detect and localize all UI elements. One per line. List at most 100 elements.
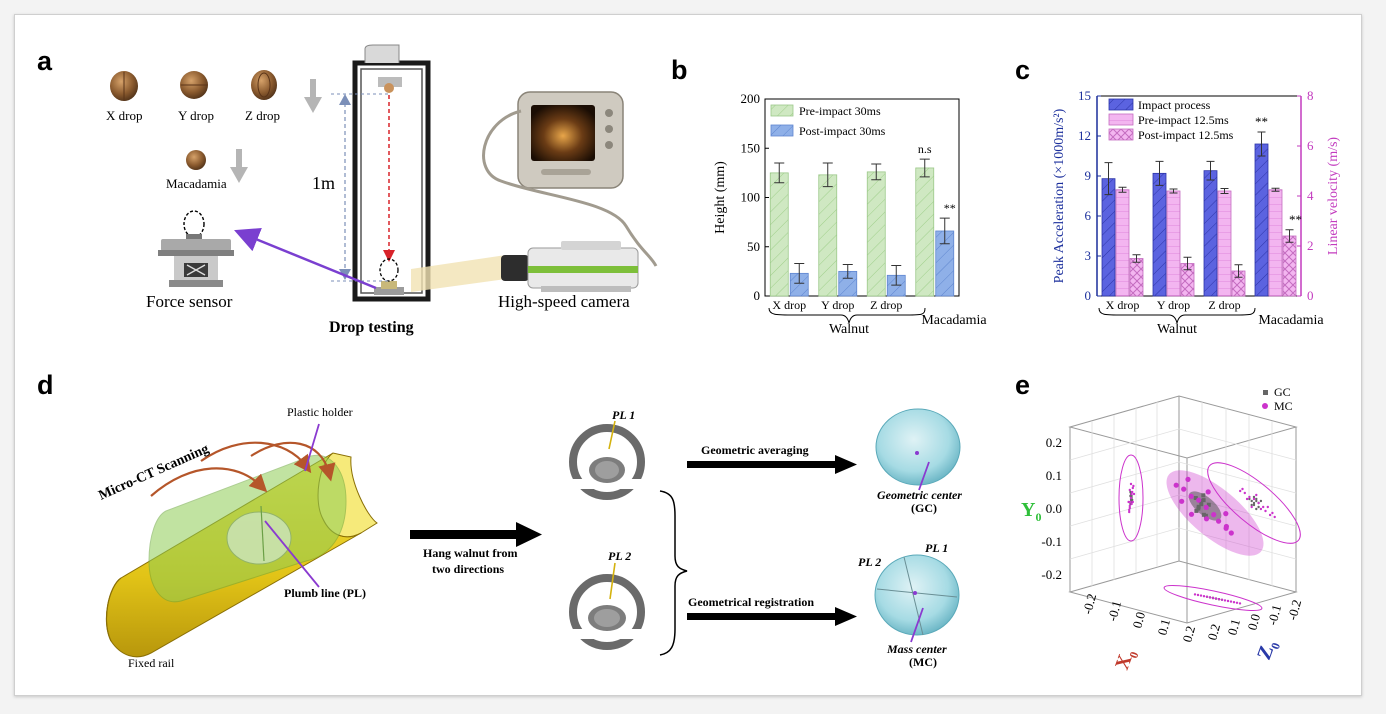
significance-label: n.s	[918, 142, 932, 156]
y-tick-label: 100	[741, 190, 761, 205]
projection-point	[1208, 596, 1212, 599]
projection-point	[1255, 497, 1258, 501]
ct-slice-pl2	[567, 574, 647, 650]
gc-pointer	[918, 461, 930, 491]
y-tick-label: -0.2	[1041, 567, 1062, 582]
projection-point	[1131, 500, 1135, 504]
projection-point	[1220, 598, 1224, 601]
error-bar	[1285, 229, 1294, 243]
y-tick-label-right: 6	[1307, 138, 1314, 153]
projection-point	[1266, 505, 1270, 509]
projection-point	[1129, 498, 1133, 502]
x-axis-label: X0	[1111, 646, 1141, 674]
bar	[1203, 170, 1218, 297]
walnut-z-drop	[251, 70, 277, 100]
x-tick-label: Macadamia	[921, 313, 987, 328]
holder-pointer	[304, 423, 320, 472]
error-bar	[939, 217, 950, 245]
projection-point	[1257, 505, 1260, 509]
macadamia-nut	[186, 150, 206, 170]
projection-point	[1128, 510, 1131, 514]
projection-point	[1250, 499, 1253, 503]
significance-label: **	[944, 201, 956, 215]
projection-point	[1131, 486, 1135, 490]
legend-label-gc: GC	[1274, 385, 1291, 399]
legend-swatch	[770, 104, 794, 117]
walnut-y-drop	[180, 71, 208, 99]
plastic-holder	[148, 454, 347, 603]
projection-point	[1205, 595, 1209, 598]
y-axis-label: Height (mm)	[713, 161, 728, 234]
bar	[915, 167, 935, 297]
y-tick-label: 200	[741, 91, 761, 106]
scatter-point-mc	[1196, 497, 1202, 503]
x-tick-label: -0.2	[1079, 592, 1099, 616]
height-dimension	[331, 93, 389, 282]
error-bar	[1257, 131, 1266, 157]
error-bar	[1220, 188, 1229, 194]
projection-point	[1235, 601, 1239, 604]
label-geo-reg: Geometrical registration	[688, 595, 814, 609]
scatter-point-gc	[1206, 502, 1211, 507]
error-bar	[1155, 160, 1164, 186]
projection-point	[1129, 490, 1132, 494]
x-tick-label: 0.0	[1129, 610, 1148, 630]
y-tick-label: 0.1	[1046, 468, 1062, 483]
error-bar	[891, 264, 902, 286]
figure-frame: a X drop Y drop Z drop Macadamia	[14, 14, 1362, 696]
label-x-drop: X drop	[106, 108, 142, 123]
camera-light-beam	[411, 255, 506, 292]
group-label: Walnut	[829, 322, 869, 337]
geometrical-registration-arrow	[687, 607, 857, 626]
label-camera: High-speed camera	[498, 292, 630, 311]
force-arrow	[234, 228, 377, 290]
plot-3d-grid	[1069, 402, 1297, 586]
pl2-pointer	[609, 562, 616, 600]
y-tick-label: 150	[741, 140, 761, 155]
scan-arrows	[150, 441, 336, 497]
down-arrow-icon	[304, 79, 322, 113]
projection-point	[1128, 504, 1132, 508]
projection-point	[1131, 490, 1134, 494]
label-geo-avg: Geometric averaging	[701, 443, 809, 457]
legend-marker-gc	[1263, 390, 1268, 395]
scatter-point-mc	[1185, 476, 1191, 482]
scatter-point-mc	[1223, 523, 1229, 530]
bar	[1101, 178, 1116, 297]
legend-label: Post-impact 12.5ms	[1138, 128, 1234, 142]
y-tick-label-right: 2	[1307, 238, 1314, 253]
scatter-point-mc	[1188, 493, 1194, 499]
scatter-point-mc	[1173, 482, 1179, 488]
projection-point	[1129, 482, 1133, 486]
projection-ellipse-yz	[1118, 454, 1144, 542]
geometric-averaging-arrow	[687, 455, 857, 474]
x-tick-label: X drop	[1106, 298, 1140, 312]
legend-swatch	[1108, 113, 1134, 126]
legend-label: Impact process	[1138, 98, 1211, 112]
projection-point	[1238, 602, 1242, 605]
scatter-point-mc	[1216, 518, 1222, 524]
significance-label: **	[1289, 212, 1302, 227]
y-tick-label-left: 12	[1078, 128, 1091, 143]
projection-point	[1226, 599, 1230, 603]
projection-point	[1202, 595, 1206, 598]
label-hang-1: Hang walnut from	[423, 546, 517, 560]
bar	[866, 171, 886, 297]
projection-point	[1223, 599, 1227, 602]
figure-canvas: a X drop Y drop Z drop Macadamia	[37, 44, 1341, 674]
projection-point	[1248, 497, 1251, 501]
label-pl1-right: PL 1	[925, 541, 948, 555]
z-tick-label: 0.0	[1244, 612, 1263, 632]
error-bar	[1183, 256, 1192, 271]
y-tick-label-left: 15	[1078, 88, 1091, 103]
projection-point	[1255, 507, 1258, 511]
label-y-drop: Y drop	[178, 108, 214, 123]
bar	[1282, 235, 1297, 297]
error-bar	[1118, 186, 1127, 193]
scatter-point-gc	[1201, 498, 1206, 503]
bar	[818, 174, 838, 297]
projection-point	[1132, 492, 1136, 496]
projection-point	[1255, 493, 1258, 497]
